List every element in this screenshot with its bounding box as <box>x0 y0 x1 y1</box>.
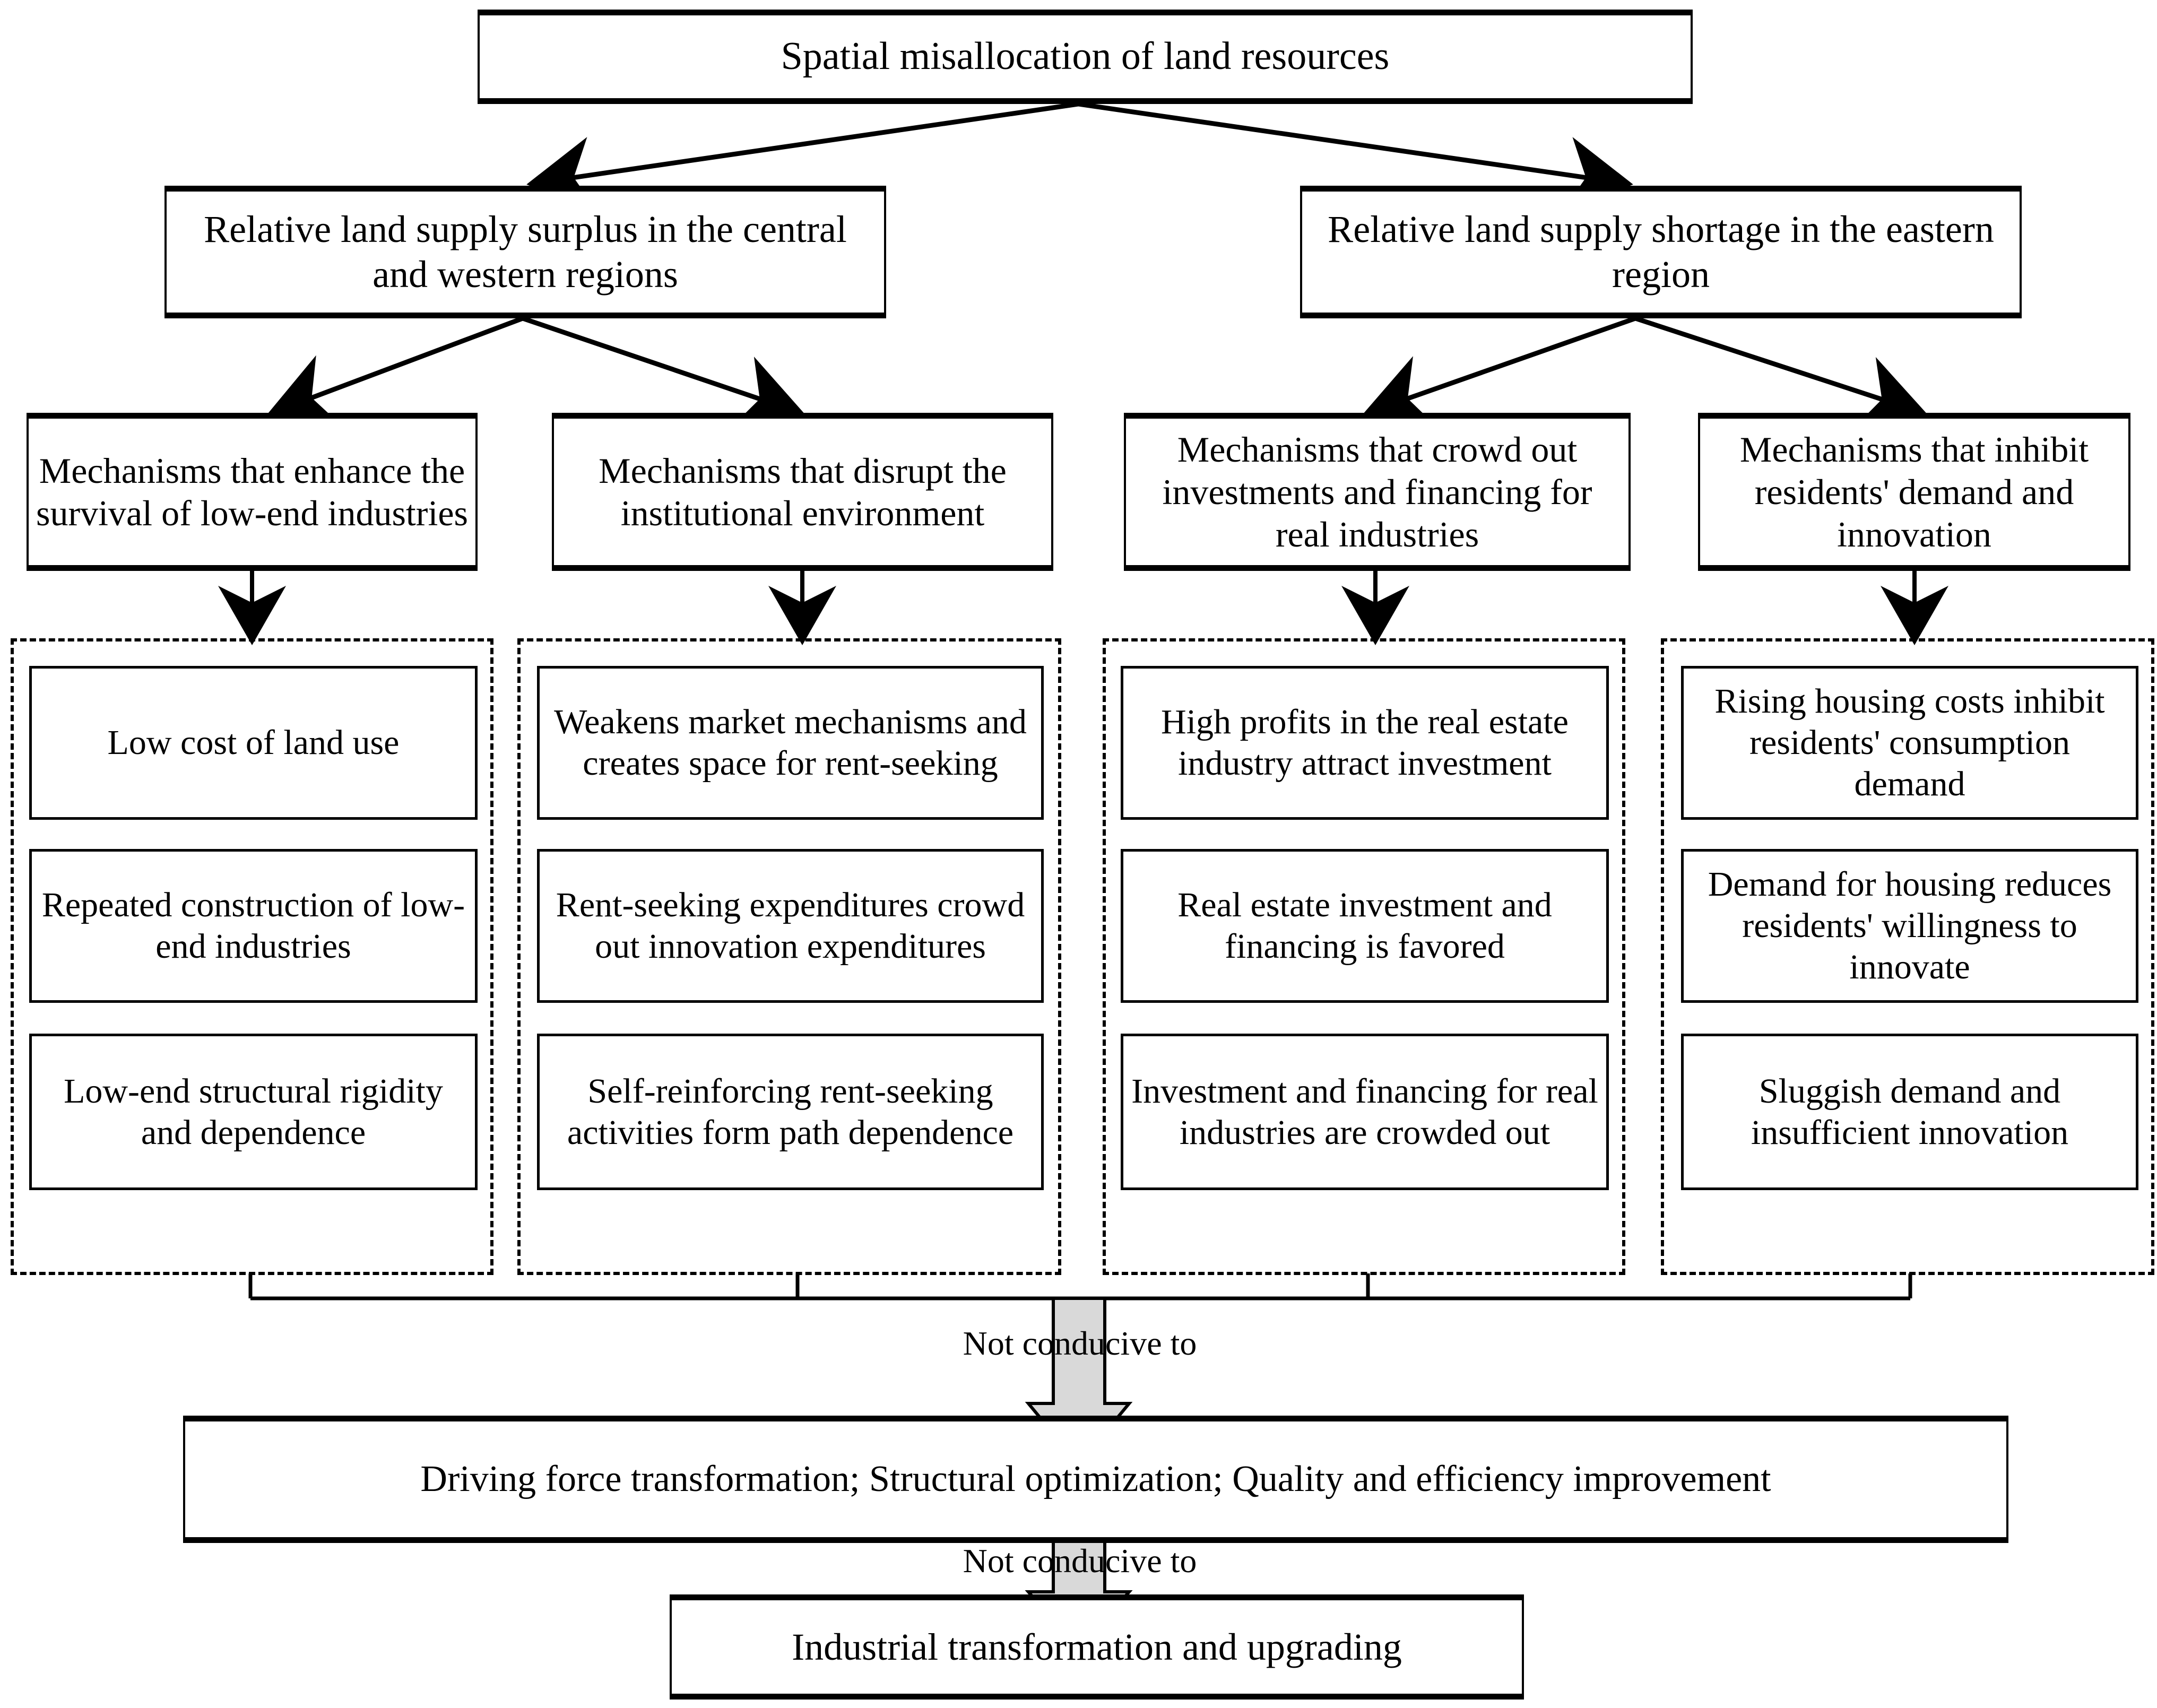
leaf-g3-2[interactable]: Real estate investment and financing is … <box>1121 849 1609 1003</box>
leaf-g2-1[interactable]: Weakens market mechanisms and creates sp… <box>537 666 1044 820</box>
leaf-g3-1[interactable]: High profits in the real estate industry… <box>1121 666 1609 820</box>
arrow-left2-to-col1 <box>267 316 524 427</box>
node-level2-surplus-label: Relative land supply surplus in the cent… <box>204 208 847 296</box>
leaf-g3-2-label: Real estate investment and financing is … <box>1177 886 1552 966</box>
leaf-g1-3-label: Low-end structural rigidity and dependen… <box>64 1071 443 1152</box>
leaf-g1-2-label: Repeated construction of low-end industr… <box>41 886 465 966</box>
arrow-right2-to-col4 <box>1634 316 1928 430</box>
node-root[interactable]: Spatial misallocation of land resources <box>478 10 1693 104</box>
node-outcome-label: Driving force transformation; Structural… <box>420 1458 1771 1499</box>
node-outcome[interactable]: Driving force transformation; Structural… <box>183 1416 2008 1543</box>
arrow-root-to-left <box>526 101 1079 213</box>
arrow-label-1-text: Not conducive to <box>963 1324 1197 1362</box>
leaf-g4-2[interactable]: Demand for housing reduces residents' wi… <box>1681 849 2138 1003</box>
arrow-label-not-conducive-to-2: Not conducive to <box>952 1541 1207 1581</box>
leaf-g2-1-label: Weakens market mechanisms and creates sp… <box>554 703 1027 783</box>
leaf-g2-3-label: Self-reinforcing rent-seeking activities… <box>567 1071 1014 1152</box>
node-mechanism-1-label: Mechanisms that enhance the survival of … <box>36 450 468 533</box>
node-level2-shortage[interactable]: Relative land supply shortage in the eas… <box>1300 186 2022 318</box>
node-mechanism-2-label: Mechanisms that disrupt the institutiona… <box>599 450 1007 533</box>
group-container-institutional-environment-effects <box>517 638 1061 1275</box>
arrow-left2-to-col2 <box>522 316 805 429</box>
leaf-g1-1-label: Low cost of land use <box>107 723 400 762</box>
leaf-g2-2[interactable]: Rent-seeking expenditures crowd out inno… <box>537 849 1044 1003</box>
leaf-g3-1-label: High profits in the real estate industry… <box>1161 703 1569 783</box>
node-level2-surplus[interactable]: Relative land supply surplus in the cent… <box>164 186 886 318</box>
leaf-g4-2-label: Demand for housing reduces residents' wi… <box>1708 865 2112 986</box>
leaf-g3-3-label: Investment and financing for real indust… <box>1131 1071 1598 1152</box>
group-container-resident-demand-innovation-effects <box>1661 638 2154 1275</box>
arrow-right2-to-col3 <box>1363 316 1636 429</box>
node-mechanism-inhibit-residents[interactable]: Mechanisms that inhibit residents' deman… <box>1698 413 2130 571</box>
leaf-g3-3[interactable]: Investment and financing for real indust… <box>1121 1034 1609 1190</box>
arrow-root-to-right <box>1078 101 1633 213</box>
leaf-g1-1[interactable]: Low cost of land use <box>29 666 478 820</box>
leaf-g4-3-label: Sluggish demand and insufficient innovat… <box>1751 1071 2069 1152</box>
node-final-label: Industrial transformation and upgrading <box>792 1625 1402 1668</box>
node-final[interactable]: Industrial transformation and upgrading <box>670 1594 1524 1700</box>
node-mechanism-4-label: Mechanisms that inhibit residents' deman… <box>1739 429 2089 555</box>
leaf-g1-2[interactable]: Repeated construction of low-end industr… <box>29 849 478 1003</box>
node-level2-shortage-label: Relative land supply shortage in the eas… <box>1328 208 1994 296</box>
leaf-g2-3[interactable]: Self-reinforcing rent-seeking activities… <box>537 1034 1044 1190</box>
leaf-g1-3[interactable]: Low-end structural rigidity and dependen… <box>29 1034 478 1190</box>
manifold-connectors <box>248 1273 1912 1300</box>
group-container-investment-financing-effects <box>1103 638 1625 1275</box>
node-mechanism-institutional-environment[interactable]: Mechanisms that disrupt the institutiona… <box>552 413 1053 571</box>
leaf-g4-3[interactable]: Sluggish demand and insufficient innovat… <box>1681 1034 2138 1190</box>
leaf-g4-1[interactable]: Rising housing costs inhibit residents' … <box>1681 666 2138 820</box>
node-mechanism-crowd-out-investment[interactable]: Mechanisms that crowd out investments an… <box>1124 413 1631 571</box>
arrow-label-not-conducive-to-1: Not conducive to <box>952 1324 1207 1363</box>
node-mechanism-low-end-industries[interactable]: Mechanisms that enhance the survival of … <box>27 413 478 571</box>
leaf-g4-1-label: Rising housing costs inhibit residents' … <box>1714 682 2105 803</box>
group-container-low-end-industry-effects <box>11 638 493 1275</box>
node-root-label: Spatial misallocation of land resources <box>781 34 1390 79</box>
node-mechanism-3-label: Mechanisms that crowd out investments an… <box>1162 429 1592 555</box>
leaf-g2-2-label: Rent-seeking expenditures crowd out inno… <box>556 886 1025 966</box>
arrow-label-2-text: Not conducive to <box>963 1542 1197 1580</box>
